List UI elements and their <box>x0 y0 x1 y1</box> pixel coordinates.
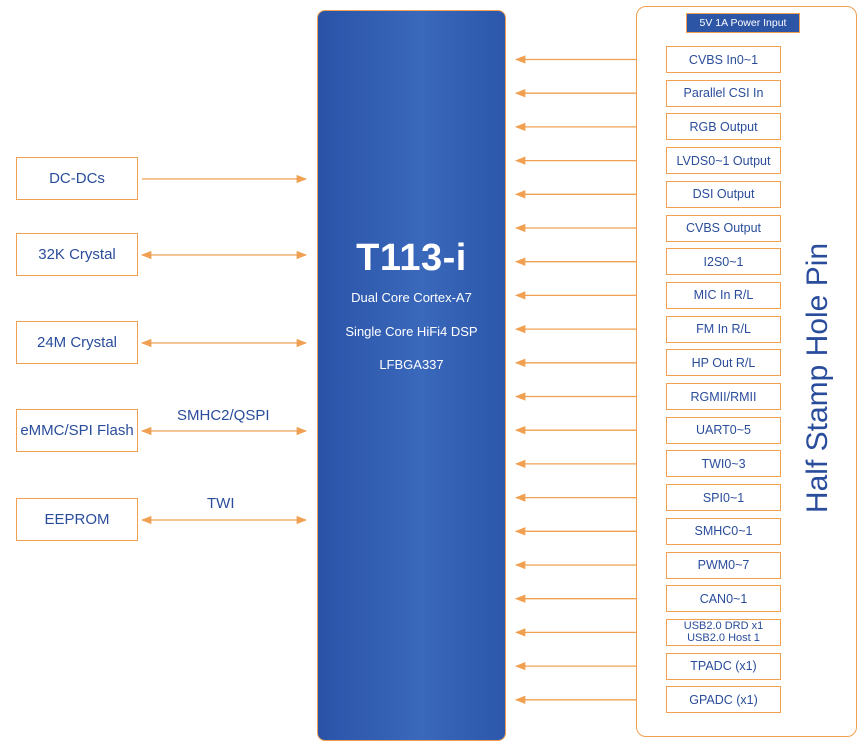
interface-label: GPADC (x1) <box>689 692 758 707</box>
interface-box: UART0~5 <box>666 416 781 444</box>
interface-label: TPADC (x1) <box>690 659 757 674</box>
interface-label: PWM0~7 <box>697 558 750 572</box>
interface-box: LVDS0~1 Output <box>666 147 781 175</box>
interface-box: CAN0~1 <box>666 585 781 613</box>
interface-box: CVBS Output <box>666 214 781 242</box>
interface-label: USB2.0 DRD x1 <box>683 620 764 633</box>
interface-label: MIC In R/L <box>693 288 754 303</box>
power-input-box: 5V 1A Power Input <box>686 13 800 33</box>
interface-label: Parallel CSI In <box>683 86 764 101</box>
soc-package-line: LFBGA337 <box>379 357 444 372</box>
interface-label: TWI0~3 <box>701 456 746 471</box>
interface-label: DSI Output <box>692 187 755 202</box>
dc-dcs-label: DC-DCs <box>49 170 105 187</box>
crystal-32k-box: 32K Crystal <box>16 233 138 276</box>
crystal-32k-label: 32K Crystal <box>38 246 116 263</box>
interface-box: SPI0~1 <box>666 484 781 512</box>
soc-title: T113-i <box>356 237 467 279</box>
crystal-24m-label: 24M Crystal <box>36 334 118 351</box>
interface-label: SMHC0~1 <box>694 524 753 539</box>
twi-bus-label: TWI <box>207 495 235 512</box>
interface-box: DSI Output <box>666 180 781 208</box>
soc-dsp-line: Single Core HiFi4 DSP <box>345 324 478 339</box>
interface-box: PWM0~7 <box>666 551 781 579</box>
crystal-24m-box: 24M Crystal <box>16 321 138 364</box>
power-input-label: 5V 1A Power Input <box>699 17 787 29</box>
interface-label: SPI0~1 <box>702 490 745 505</box>
interface-box: TPADC (x1) <box>666 652 781 680</box>
interface-box: HP Out R/L <box>666 349 781 377</box>
soc-block: T113-i Dual Core Cortex-A7 Single Core H… <box>317 10 506 741</box>
soc-cpu-line: Dual Core Cortex-A7 <box>351 290 472 305</box>
interface-label: I2S0~1 <box>703 254 744 269</box>
interface-box: RGMII/RMII <box>666 383 781 410</box>
interface-label: CVBS In0~1 <box>688 52 759 67</box>
interface-box: I2S0~1 <box>666 248 781 276</box>
eeprom-label: EEPROM <box>44 511 110 528</box>
dc-dcs-box: DC-DCs <box>16 157 138 200</box>
interface-box: RGB Output <box>666 113 781 141</box>
interface-label: RGB Output <box>689 119 758 134</box>
interface-label: HP Out R/L <box>691 355 756 370</box>
interface-box: SMHC0~1 <box>666 517 781 545</box>
interface-box: MIC In R/L <box>666 281 781 309</box>
interface-label: LVDS0~1 Output <box>676 153 771 168</box>
interface-label-secondary: USB2.0 Host 1 <box>687 632 760 645</box>
interface-label: CVBS Output <box>685 221 762 235</box>
interface-box: Parallel CSI In <box>666 79 781 107</box>
interface-label: UART0~5 <box>695 423 751 438</box>
interface-box: TWI0~3 <box>666 450 781 478</box>
interface-box: CVBS In0~1 <box>666 46 781 73</box>
eeprom-box: EEPROM <box>16 498 138 541</box>
smhc2-qspi-bus-label: SMHC2/QSPI <box>177 407 270 424</box>
emmc-spi-flash-label: eMMC/SPI Flash <box>20 422 134 439</box>
interface-box: FM In R/L <box>666 315 781 343</box>
emmc-spi-flash-box: eMMC/SPI Flash <box>16 409 138 452</box>
interface-label: RGMII/RMII <box>690 389 757 404</box>
interface-label: CAN0~1 <box>699 591 748 606</box>
panel-title-text: Half Stamp Hole Pin <box>801 242 834 514</box>
interface-box: GPADC (x1) <box>666 686 781 714</box>
interface-label: FM In R/L <box>696 322 751 337</box>
